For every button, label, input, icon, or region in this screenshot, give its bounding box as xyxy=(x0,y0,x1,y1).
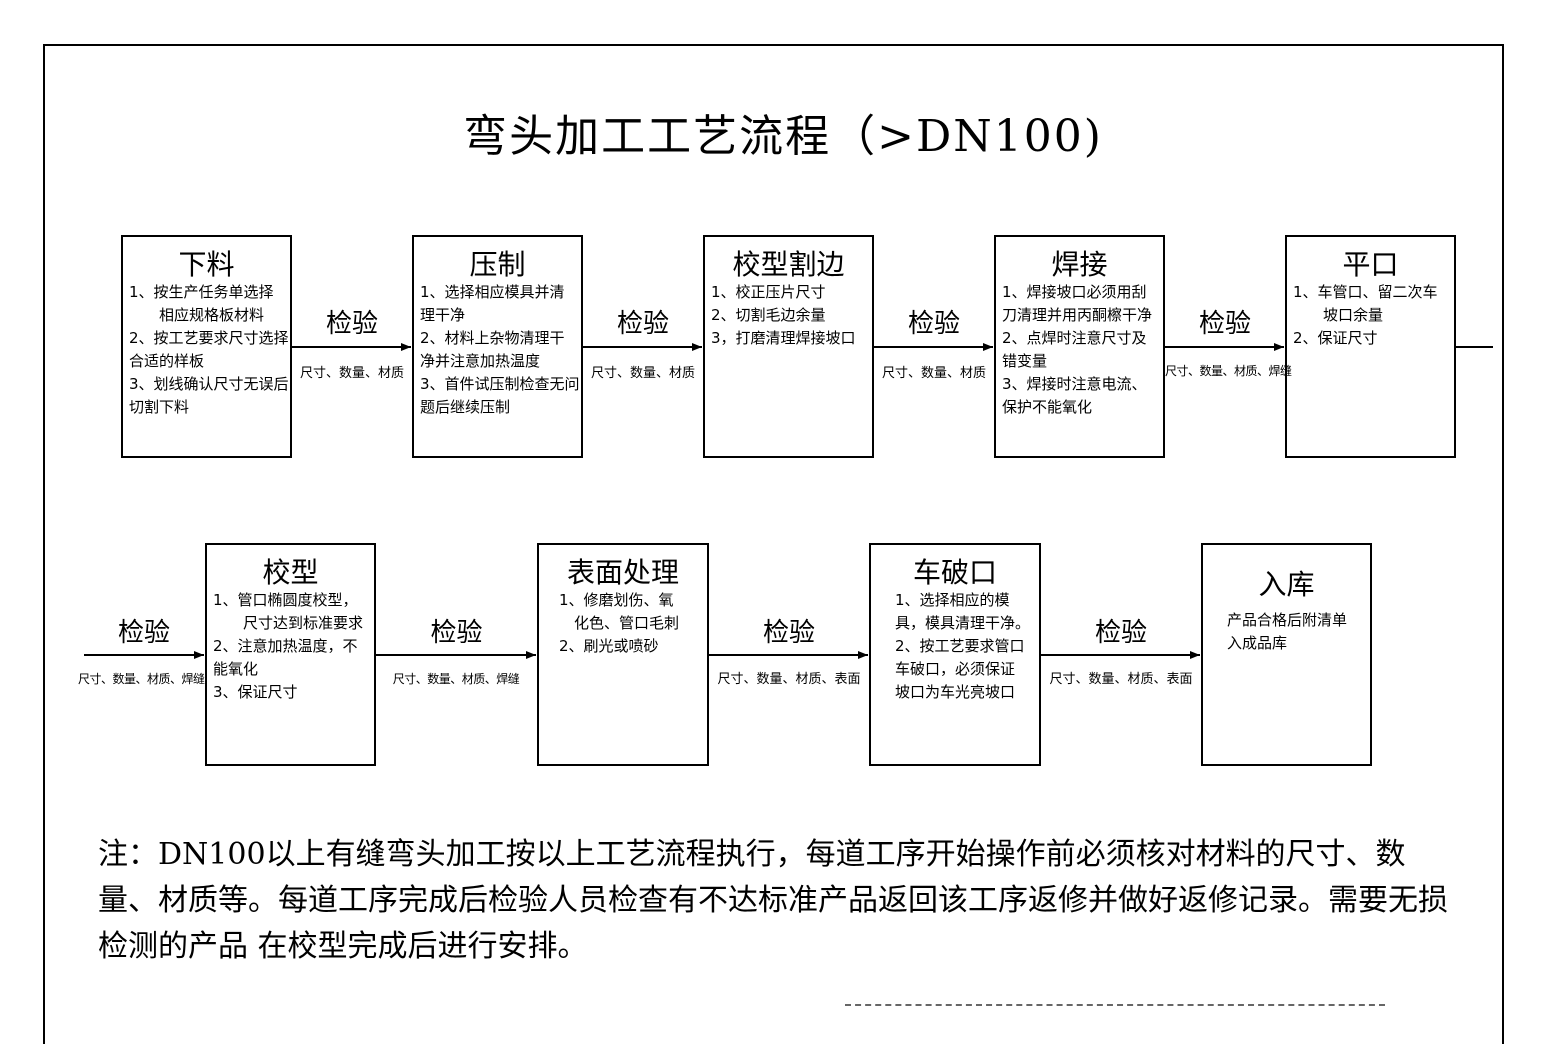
step-lines: 产品合格后附清单 入成品库 xyxy=(1203,609,1370,655)
step-line: 净并注意加热温度 xyxy=(420,352,541,370)
inspection-label: 检验 xyxy=(1094,618,1147,648)
step-line: 入成品库 xyxy=(1227,634,1288,652)
step-title: 车破口 xyxy=(912,556,997,589)
step-line: 理干净 xyxy=(420,306,466,324)
step-title: 压制 xyxy=(469,248,526,281)
step-box-pressing: 压制 1、选择相应模具并清 理干净 2、材料上杂物清理干 净并注意加热温度 3、… xyxy=(412,235,583,458)
inspection-criteria: 尺寸、数量、材质 xyxy=(881,366,986,381)
step-lines: 1、管口椭圆度校型， 尺寸达到标准要求 2、注意加热温度，不 能氧化 3、保证尺… xyxy=(207,589,374,704)
inspection-criteria: 尺寸、数量、材质、表面 xyxy=(1049,672,1193,687)
step-line: 1、焊接坡口必须用刮 xyxy=(1002,283,1147,301)
step-lines: 1、选择相应模具并清 理干净 2、材料上杂物清理干 净并注意加热温度 3、首件试… xyxy=(414,281,581,419)
step-box-welding: 焊接 1、焊接坡口必须用刮 刀清理并用丙酮檫干净 2、点焊时注意尺寸及 错变量 … xyxy=(994,235,1165,458)
step-line: 2、刷光或喷砂 xyxy=(559,637,659,655)
flow-arrows xyxy=(84,343,1493,659)
step-lines: 1、焊接坡口必须用刮 刀清理并用丙酮檫干净 2、点焊时注意尺寸及 错变量 3、焊… xyxy=(996,281,1163,419)
step-box-shaping-trimming: 校型割边 1、校正压片尺寸 2、切割毛边余量 3，打磨清理焊接坡口 xyxy=(703,235,874,458)
step-lines: 1、校正压片尺寸 2、切割毛边余量 3，打磨清理焊接坡口 xyxy=(705,281,872,350)
step-title: 校型割边 xyxy=(732,248,845,281)
step-line: 1、修磨划伤、氧 xyxy=(559,591,674,609)
step-line: 3、划线确认尺寸无误后 xyxy=(129,375,289,393)
step-line: 能氧化 xyxy=(213,660,259,678)
step-line: 产品合格后附清单 xyxy=(1227,611,1348,629)
step-line: 1、校正压片尺寸 xyxy=(711,283,826,301)
drawing-frame xyxy=(43,44,1504,1044)
step-title: 下料 xyxy=(178,248,235,281)
step-line: 保护不能氧化 xyxy=(1002,398,1093,416)
step-title: 入库 xyxy=(1258,568,1315,601)
process-note: 注：DN100以上有缝弯头加工按以上工艺流程执行，每道工序开始操作前必须核对材料… xyxy=(98,837,1448,964)
step-line: 切割下料 xyxy=(129,398,190,416)
step-box-cutting: 下料 1、按生产任务单选择 相应规格板材料 2、按工艺要求尺寸选择 合适的样板 … xyxy=(121,235,292,458)
step-line: 坡口余量 xyxy=(1293,306,1384,324)
step-line: 3、首件试压制检查无问 xyxy=(420,375,580,393)
inspection-criteria: 尺寸、数量、材质、焊缝 xyxy=(78,672,205,686)
step-line: 3、保证尺寸 xyxy=(213,683,298,701)
step-box-warehousing: 入库 产品合格后附清单 入成品库 xyxy=(1201,543,1372,766)
step-line: 2、材料上杂物清理干 xyxy=(420,329,565,347)
step-title: 焊接 xyxy=(1051,248,1108,281)
step-line: 具，模具清理干净。 xyxy=(895,614,1031,632)
step-title: 表面处理 xyxy=(566,556,679,589)
step-line: 尺寸达到标准要求 xyxy=(213,614,364,632)
step-line: 刀清理并用丙酮檫干净 xyxy=(1002,306,1153,324)
step-box-reshaping: 校型 1、管口椭圆度校型， 尺寸达到标准要求 2、注意加热温度，不 能氧化 3、… xyxy=(205,543,376,766)
step-line: 化色、管口毛刺 xyxy=(559,614,680,632)
step-lines: 1、选择相应的模 具，模具清理干净。 2、按工艺要求管口 车破口，必须保证 坡口… xyxy=(871,589,1039,704)
inspection-label: 检验 xyxy=(762,618,815,648)
step-line: 1、按生产任务单选择 xyxy=(129,283,274,301)
step-lines: 1、修磨划伤、氧 化色、管口毛刺 2、刷光或喷砂 xyxy=(539,589,707,658)
step-line: 合适的样板 xyxy=(129,352,205,370)
step-title: 平口 xyxy=(1342,248,1399,281)
step-lines: 1、车管口、留二次车 坡口余量 2、保证尺寸 xyxy=(1287,281,1454,350)
step-line: 2、保证尺寸 xyxy=(1293,329,1378,347)
step-box-facing: 平口 1、车管口、留二次车 坡口余量 2、保证尺寸 xyxy=(1285,235,1456,458)
inspection-label: 检验 xyxy=(907,309,960,339)
step-line: 2、按工艺要求尺寸选择 xyxy=(129,329,289,347)
cropped-text-line xyxy=(845,1004,1385,1016)
step-lines: 1、按生产任务单选择 相应规格板材料 2、按工艺要求尺寸选择 合适的样板 3、划… xyxy=(123,281,290,419)
step-line: 3、焊接时注意电流、 xyxy=(1002,375,1147,393)
step-line: 车破口，必须保证 xyxy=(895,660,1016,678)
step-line: 2、按工艺要求管口 xyxy=(895,637,1025,655)
step-box-surface-treatment: 表面处理 1、修磨划伤、氧 化色、管口毛刺 2、刷光或喷砂 xyxy=(537,543,709,766)
step-line: 相应规格板材料 xyxy=(129,306,265,324)
inspection-label: 检验 xyxy=(1198,309,1251,339)
step-box-bevel-turning: 车破口 1、选择相应的模 具，模具清理干净。 2、按工艺要求管口 车破口，必须保… xyxy=(869,543,1041,766)
inspection-criteria: 尺寸、数量、材质 xyxy=(590,366,695,381)
inspection-criteria: 尺寸、数量、材质 xyxy=(299,366,404,381)
step-line: 1、选择相应模具并清 xyxy=(420,283,565,301)
step-line: 1、选择相应的模 xyxy=(895,591,1010,609)
step-line: 题后继续压制 xyxy=(420,398,511,416)
diagram-title: 弯头加工工艺流程（>DN100) xyxy=(463,111,1103,162)
inspection-criteria: 尺寸、数量、材质、焊缝 xyxy=(392,672,520,686)
inspection-label: 检验 xyxy=(325,309,378,339)
step-line: 3，打磨清理焊接坡口 xyxy=(711,329,856,347)
step-line: 2、切割毛边余量 xyxy=(711,306,826,324)
step-line: 坡口为车光亮坡口 xyxy=(895,683,1016,701)
inspection-label: 检验 xyxy=(430,618,483,648)
inspection-criteria: 尺寸、数量、材质、表面 xyxy=(717,672,861,687)
step-line: 2、点焊时注意尺寸及 xyxy=(1002,329,1147,347)
step-line: 1、管口椭圆度校型， xyxy=(213,591,358,609)
step-line: 1、车管口、留二次车 xyxy=(1293,283,1438,301)
step-line: 2、注意加热温度，不 xyxy=(213,637,358,655)
inspection-label: 检验 xyxy=(117,618,170,648)
inspection-label: 检验 xyxy=(616,309,669,339)
inspection-criteria: 尺寸、数量、材质、焊缝 xyxy=(1165,364,1292,378)
step-title: 校型 xyxy=(262,556,319,589)
step-line: 错变量 xyxy=(1002,352,1048,370)
